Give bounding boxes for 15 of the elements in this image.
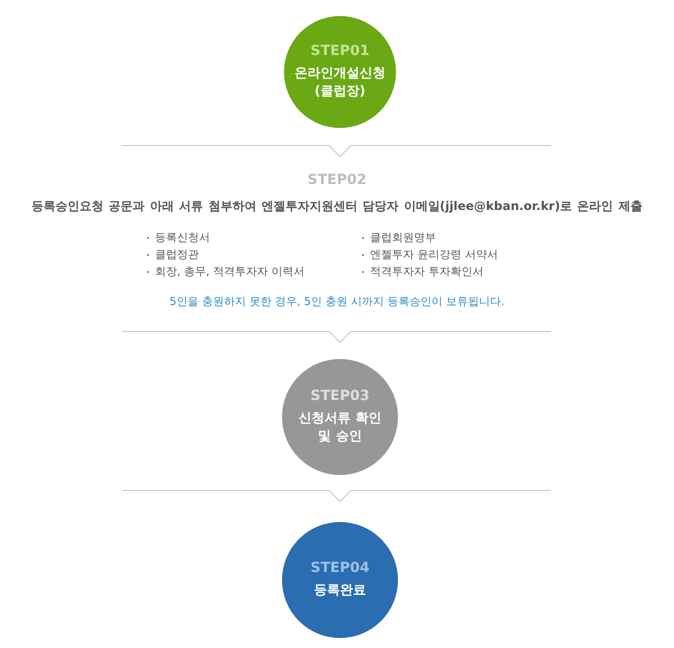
step-number: STEP01	[310, 43, 370, 59]
document-item: 클럽회원명부	[370, 230, 436, 245]
document-item: 적격투자자 투자확인서	[370, 264, 484, 279]
note-text: 5인을 충원하지 못한 경우, 5인 충원 시까지 등록승인이 보류됩니다.	[168, 294, 506, 309]
step-description: 등록승인요청 공문과 아래 서류 첨부하여 엔젤투자지원센터 담당자 이메일(jjlee@kban.or.kr)로 온라인 제출	[30, 198, 644, 215]
step-number: STEP03	[310, 388, 370, 404]
document-item: 클럽정관	[155, 247, 199, 262]
step-number: STEP04	[310, 560, 370, 576]
document-item: 엔젤투자 윤리강령 서약서	[370, 247, 498, 262]
document-item: 회장, 총무, 적격투자자 이력서	[155, 264, 304, 279]
step-number: STEP02	[306, 172, 368, 188]
step-title: 온라인개설신청 (클럽장)	[294, 65, 386, 101]
step-title: 신청서류 확인 및 승인	[298, 410, 382, 446]
step-title: 등록완료	[313, 582, 367, 600]
document-item: 등록신청서	[155, 230, 210, 245]
